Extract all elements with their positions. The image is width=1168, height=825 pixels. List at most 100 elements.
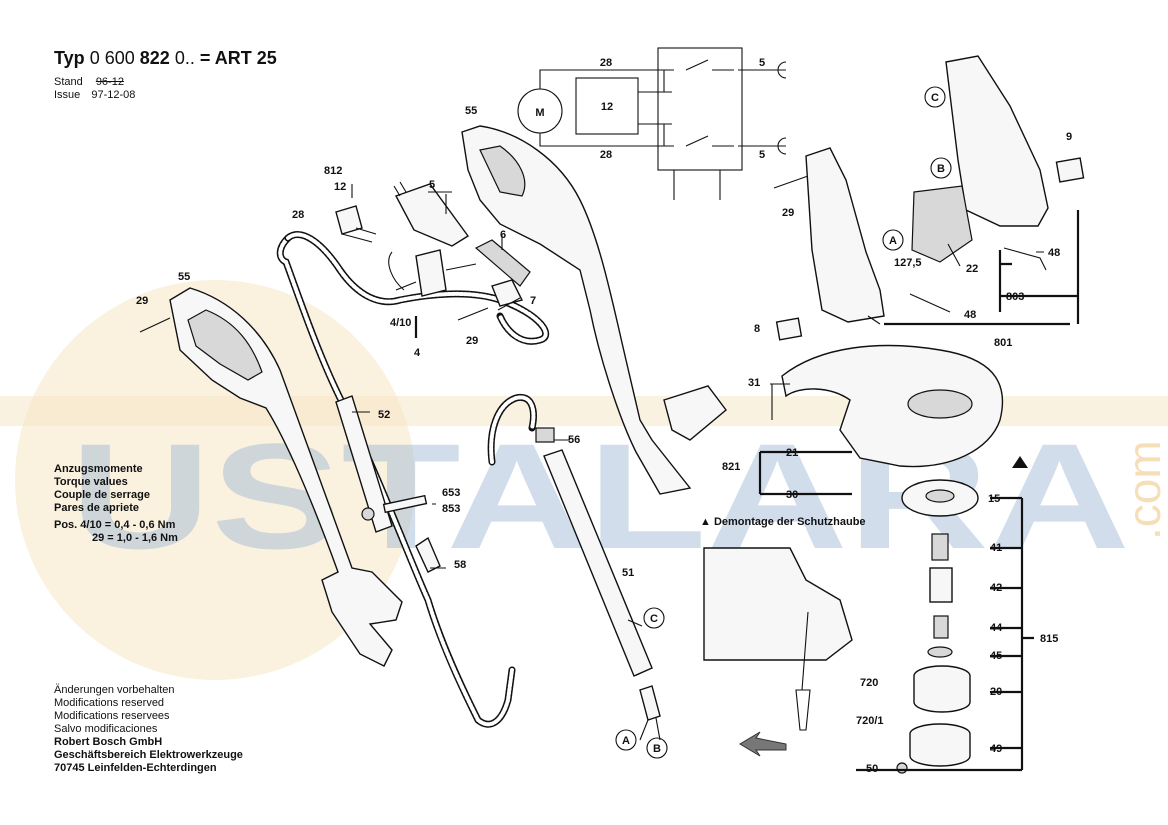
cable-loop-mid-inner [489, 395, 536, 464]
housing-b [911, 185, 973, 263]
motor-label: M [535, 107, 544, 119]
bracket-801 [884, 210, 1080, 326]
housing-top-shape [461, 125, 692, 495]
footer-block: Änderungen vorbehalten Modifications res… [54, 684, 243, 775]
schematic-frame [657, 47, 743, 171]
label-803: 803 [1006, 291, 1024, 303]
plug-ab [639, 685, 661, 721]
cap-49 [909, 723, 971, 767]
plug-5-pins [393, 181, 407, 197]
wire-top [539, 69, 664, 89]
type-number-c: 0.. [174, 48, 195, 68]
part-6-sleeve [474, 239, 531, 287]
callout-a-bot [615, 729, 637, 751]
label-out-bottom: 5 [759, 149, 765, 161]
triangle-icon: ▲ [700, 516, 711, 528]
wire-bottom [539, 133, 664, 147]
torque-block: Anzugsmomente Torque values Couple de se… [54, 463, 178, 545]
screw-29-mid [457, 307, 489, 321]
spool-15-hub [925, 489, 955, 503]
clip-812 [335, 205, 363, 235]
guard-31 [781, 344, 1004, 468]
part-labels: 812 12 5 6 7 28 55 55 29 29 29 4/10 4 52… [136, 92, 1072, 775]
bracket-821 [758, 450, 852, 496]
callout-b-top [930, 157, 952, 179]
bracket-815 [856, 496, 1034, 772]
label-58: 58 [454, 559, 466, 571]
housing-c [945, 55, 1049, 227]
label-wire-top: 28 [600, 57, 612, 69]
page-title: Typ 0 600 822 0.. = ART 25 [54, 48, 277, 69]
label-30: 30 [786, 489, 798, 501]
leader-lines [351, 184, 1044, 627]
type-equals: = [199, 48, 211, 68]
label-c-mid: C [650, 613, 658, 625]
label-720: 720 [860, 677, 878, 689]
label-51: 51 [622, 567, 634, 579]
part-51-tube [535, 427, 661, 741]
label-853: 853 [442, 503, 460, 515]
guard-31-hub [907, 389, 973, 419]
torque-title-en: Torque values [54, 476, 128, 488]
type-number-a: 0 600 [89, 48, 135, 68]
tube-51 [543, 449, 653, 677]
plug-ab-pins [639, 717, 661, 741]
clamp-7 [491, 279, 524, 307]
label-15: 15 [988, 493, 1000, 505]
label-4: 4 [414, 347, 421, 359]
label-5: 5 [429, 179, 435, 191]
label-21: 21 [786, 447, 798, 459]
nut-853 [361, 507, 375, 521]
control-box-label: 12 [601, 101, 613, 113]
label-41: 41 [990, 542, 1002, 554]
label-plate-8 [775, 317, 803, 341]
switch-top [638, 59, 734, 93]
direction-arrow [739, 731, 787, 757]
label-127-5: 127,5 [894, 257, 922, 269]
footer-address: 70745 Leinfelden-Echterdingen [54, 762, 217, 774]
callout-c-mid [643, 607, 665, 629]
spring-41 [931, 533, 949, 561]
detail-caption: ▲ Demontage der Schutzhaube [700, 516, 866, 529]
label-plate-9 [1055, 157, 1085, 183]
label-55-top: 55 [465, 105, 477, 117]
label-48-bot: 48 [964, 309, 976, 321]
part-4-switch [388, 249, 477, 297]
label-22: 22 [966, 263, 978, 275]
torque-title-fr: Couple de serrage [54, 489, 150, 501]
label-45: 45 [990, 650, 1002, 662]
screw-50 [896, 762, 908, 774]
cap-20 [913, 665, 971, 713]
type-label: Typ [54, 48, 85, 68]
part-motor-housing [775, 55, 1085, 341]
cable-loop-mid [487, 393, 537, 466]
detail-base [703, 547, 853, 661]
label-b-top: B [937, 163, 945, 175]
connector-56 [535, 427, 555, 443]
terminal-bottom [738, 137, 787, 155]
washer-45 [927, 646, 953, 658]
handle-left-shape [169, 287, 403, 667]
label-44: 44 [990, 622, 1003, 634]
housing-foot [663, 385, 727, 441]
label-42: 42 [990, 582, 1002, 594]
handle-left-inner [187, 309, 263, 381]
callout-c-top [924, 86, 946, 108]
label-55-left: 55 [178, 271, 190, 283]
label-801: 801 [994, 337, 1012, 349]
torque-line-1: Pos. 4/10 = 0,4 - 0,6 Nm [54, 519, 176, 531]
sleeve-6 [474, 239, 531, 287]
control-box [575, 77, 639, 135]
label-815: 815 [1040, 633, 1058, 645]
sleeve-42 [929, 567, 953, 603]
tube-52 [335, 395, 393, 533]
callout-b-bot [646, 737, 668, 759]
label-48-top: 48 [1048, 247, 1060, 259]
screw-29-left [139, 317, 171, 333]
switch-4 [415, 249, 447, 297]
label-821: 821 [722, 461, 740, 473]
brush-48-bot [909, 293, 951, 313]
label-29-right: 29 [782, 207, 794, 219]
part-812-clip [335, 205, 377, 243]
